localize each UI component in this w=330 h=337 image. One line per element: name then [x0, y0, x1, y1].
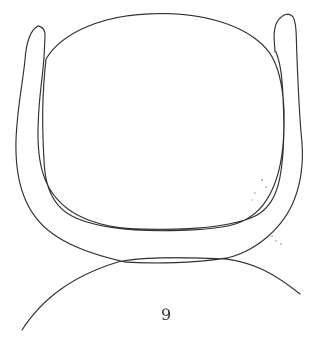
stipple-dot	[271, 235, 273, 237]
u-band-outer-edge	[16, 14, 303, 263]
stipple-dot	[254, 192, 255, 193]
stipple-dot	[265, 186, 267, 188]
oval-body-outline	[43, 14, 284, 231]
stipple-dot	[261, 179, 263, 181]
figure-number: 9	[161, 307, 171, 323]
stipple-dot	[275, 240, 276, 241]
stipple-dot	[280, 243, 282, 245]
stipple-dot	[251, 199, 252, 200]
u-band-inner-edge	[38, 26, 284, 229]
